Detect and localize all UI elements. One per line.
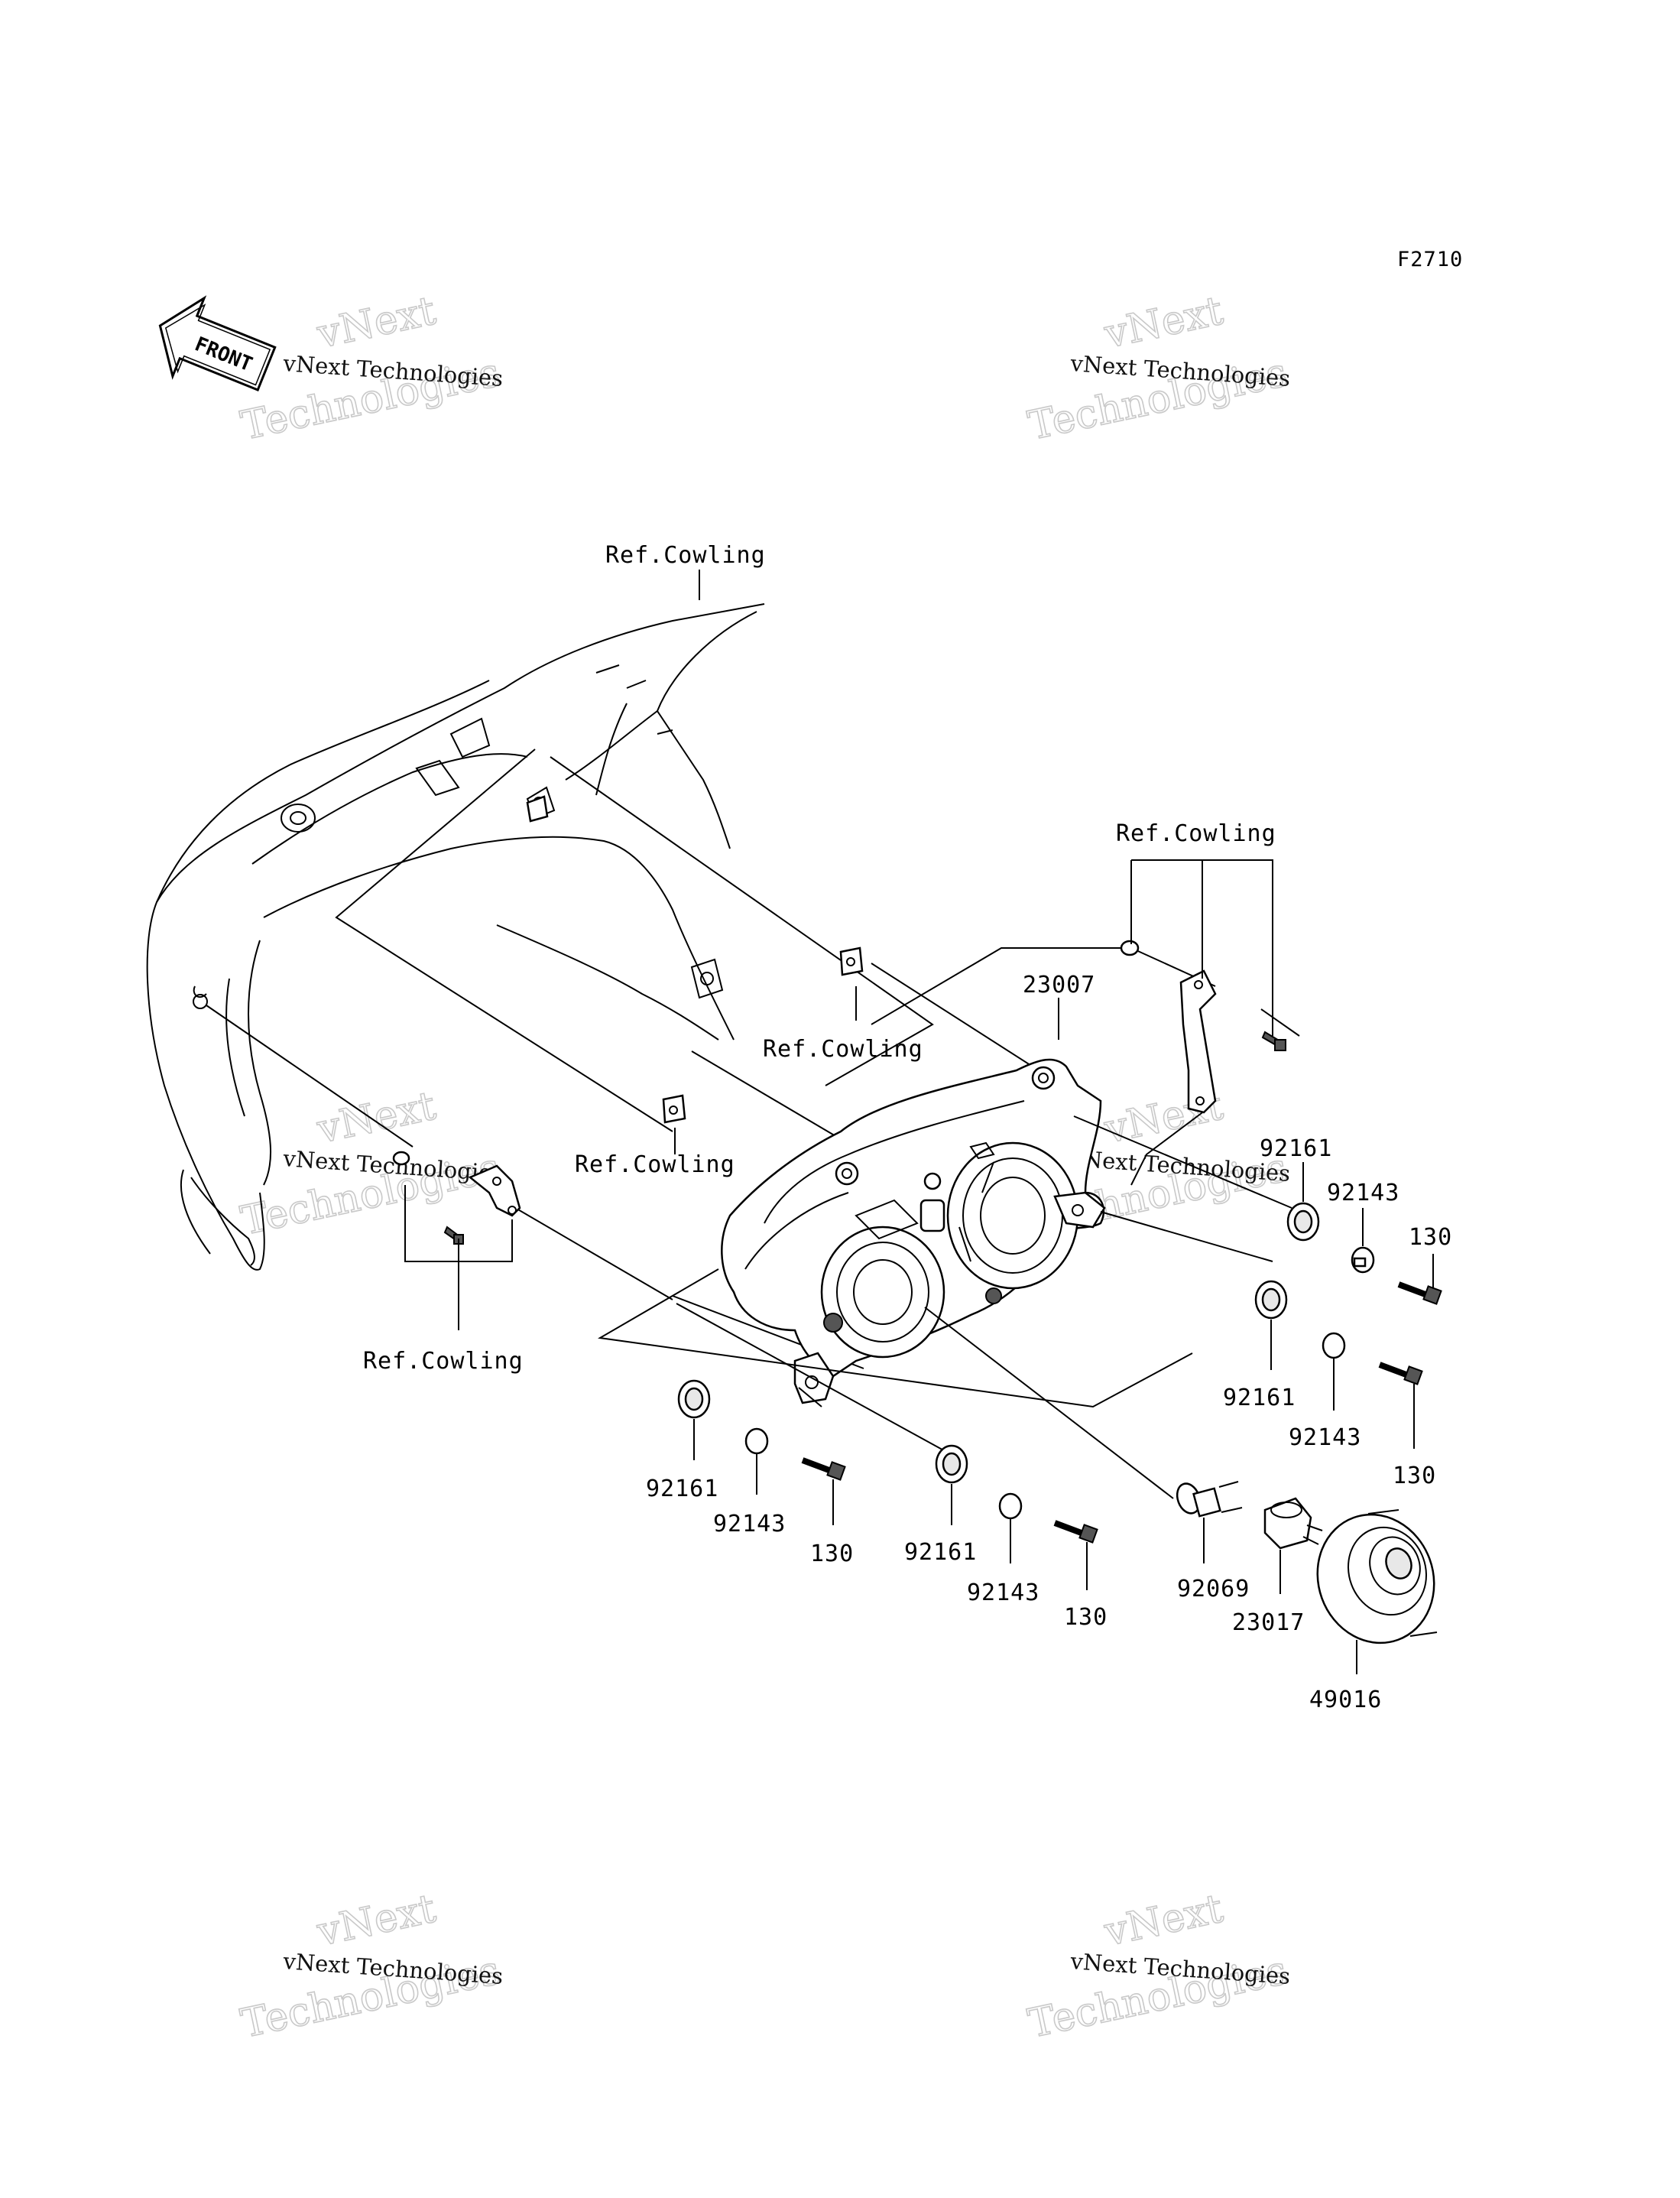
cap-49016-drawing [1316,1509,1438,1644]
right-bracket-drawing [1179,969,1286,1114]
bolt-130-upper-right [1397,1281,1442,1305]
ref-cowling-leader-lines [206,748,1300,1369]
callout-92161-lower-middle: 92161 [904,1539,977,1566]
callout-92143-upper-right: 92143 [1327,1180,1399,1206]
svg-text:vNext: vNext [313,1886,439,1956]
collar-92143-lower-left [744,1427,769,1455]
collar-92143-middle-right [1322,1332,1346,1359]
watermark-middle-left: vNext Technologies vNext Technologies [236,1083,504,1245]
cowling-clip-parts [392,795,1140,1166]
watermark-top-left: vNext Technologies vNext Technologies [236,287,504,450]
damper-92161-lower-left [677,1379,711,1419]
upper-cowling-drawing [146,603,765,1271]
front-arrow-icon: FRONT [158,295,277,391]
watermark-top-right: vNext Technologies vNext Technologies [1023,287,1292,450]
bolt-130-lower-middle [1053,1520,1098,1544]
svg-text:vNext: vNext [313,1083,439,1153]
damper-92161-upper-right [1286,1202,1320,1242]
callout-130-middle-right: 130 [1393,1463,1436,1489]
watermark-bottom-left: vNext Technologies vNext Technologies [236,1885,504,2048]
callout-92143-lower-left: 92143 [713,1511,786,1537]
callout-ref-cowling-right: Ref.Cowling [1116,820,1276,847]
callout-23017: 23017 [1232,1609,1305,1636]
svg-text:vNext: vNext [313,288,439,358]
callout-92143-lower-middle: 92143 [967,1580,1039,1606]
socket-23017-drawing [1263,1497,1323,1550]
assembly-leader-lines [597,1115,1292,1499]
callout-ref-cowling-left: Ref.Cowling [575,1151,735,1178]
callout-49016: 49016 [1309,1687,1382,1713]
bolt-130-middle-right [1378,1362,1423,1385]
bolt-130-lower-left [801,1457,846,1481]
svg-text:vNext: vNext [1100,288,1227,358]
svg-text:vNext: vNext [1100,1886,1227,1956]
callout-92069: 92069 [1177,1576,1250,1602]
callout-92143-middle-right: 92143 [1289,1424,1361,1451]
callout-130-lower-middle: 130 [1064,1604,1108,1631]
callout-23007: 23007 [1023,972,1095,998]
collar-92143-lower-middle [998,1492,1023,1520]
damper-92161-lower-middle [935,1444,968,1484]
callout-ref-cowling-bottom-left: Ref.Cowling [363,1348,524,1375]
callout-ref-cowling-top: Ref.Cowling [605,542,766,569]
callout-leader-lines [404,570,1434,1674]
watermark-bottom-right: vNext Technologies vNext Technologies [1023,1885,1292,2048]
damper-92161-middle-right [1254,1280,1288,1320]
callout-92161-upper-right: 92161 [1260,1135,1332,1162]
callout-92161-lower-left: 92161 [646,1476,718,1502]
callout-ref-cowling-center: Ref.Cowling [763,1036,923,1063]
left-bracket-drawing [443,1164,521,1245]
headlight-assembly-drawing [721,1058,1106,1404]
collar-92143-upper-right [1351,1246,1375,1274]
callout-130-lower-left: 130 [810,1541,854,1567]
callout-130-upper-right: 130 [1409,1224,1452,1251]
bulb-92069-drawing [1176,1481,1243,1518]
figure-code: F2710 [1397,248,1463,271]
callout-92161-middle-right: 92161 [1223,1385,1296,1411]
